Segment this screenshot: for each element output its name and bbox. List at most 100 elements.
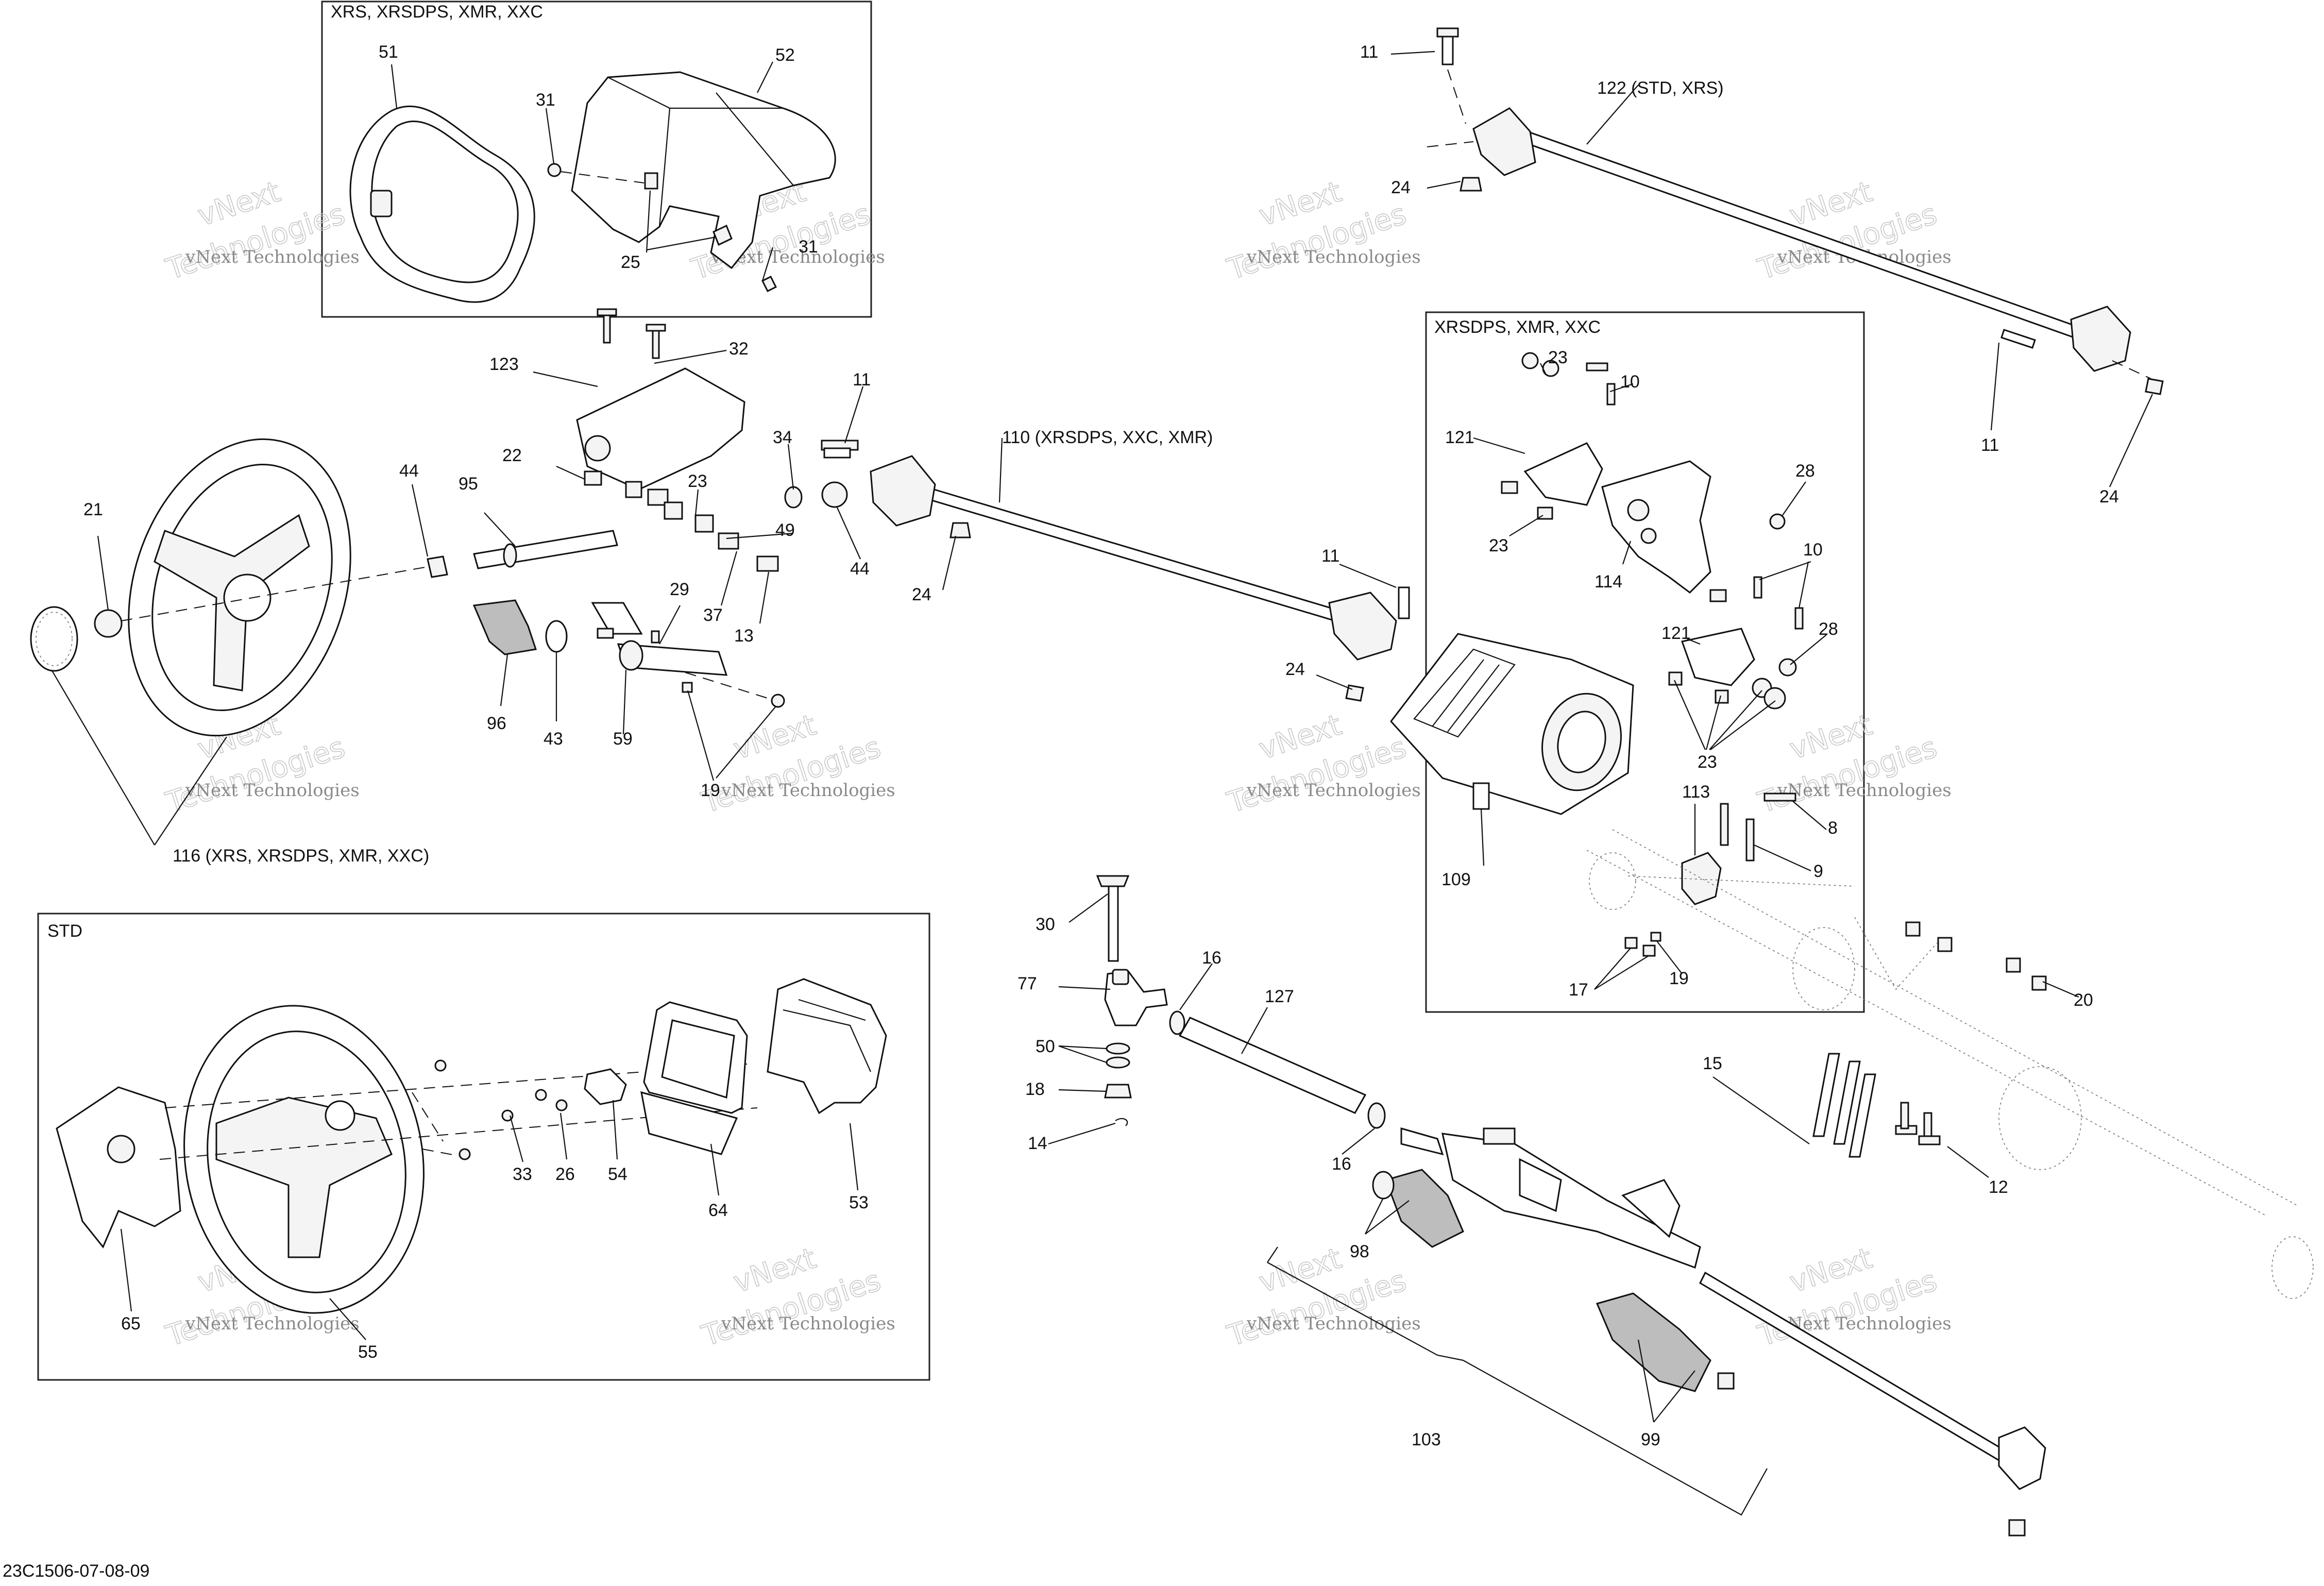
column-hardware <box>584 308 859 572</box>
washers-50-nut-18 <box>1104 1042 1132 1126</box>
callout-44: 44 <box>399 461 419 481</box>
inset-box-right: XRSDPS, XMR, XXC <box>1425 311 1865 1013</box>
callout-32: 32 <box>729 339 749 359</box>
callout-49: 49 <box>775 520 795 540</box>
svg-text:vNext Technologies: vNext Technologies <box>1246 1313 1421 1334</box>
svg-text:vNext Technologies: vNext Technologies <box>721 1313 895 1334</box>
callout-8: 8 <box>1828 818 1838 838</box>
callout-127: 127 <box>1265 987 1294 1006</box>
svg-text:vNext Technologies: vNext Technologies <box>185 780 360 801</box>
callouts: 51 52 31 31 25 11 122 (STD, XRS) 24 11 2… <box>83 42 2119 1449</box>
callout-10: 10 <box>1803 540 1823 560</box>
svg-text:vNext Technologies: vNext Technologies <box>1777 1313 1952 1334</box>
svg-text:vNext Technologies: vNext Technologies <box>721 780 895 801</box>
box-title-right: XRSDPS, XMR, XXC <box>1434 317 1601 337</box>
callout-28: 28 <box>1819 619 1838 639</box>
callout-11: 11 <box>853 370 871 390</box>
callout-16: 16 <box>1202 948 1222 968</box>
callout-77: 77 <box>1017 974 1037 993</box>
callout-22: 22 <box>502 446 522 465</box>
callout-23: 23 <box>1548 348 1568 367</box>
watermarks: vNext Technologies vNext Technologies vN… <box>161 175 1952 1354</box>
callout-59: 59 <box>613 729 633 749</box>
part-96-boot <box>472 599 537 655</box>
callout-16: 16 <box>1332 1154 1351 1174</box>
part-121-bracket-upper <box>1523 442 1603 506</box>
part-51-bezel <box>349 105 535 303</box>
callout-37: 37 <box>703 605 723 625</box>
axis-line-column <box>121 566 428 621</box>
watermark: vNext Technologies vNext Technologies <box>1223 1241 1421 1354</box>
callout-123: 123 <box>489 355 519 374</box>
callout-19: 19 <box>701 781 720 800</box>
callout-11: 11 <box>1321 546 1339 566</box>
callout-24: 24 <box>1285 660 1305 679</box>
part-103-rack <box>1400 1127 2046 1537</box>
callout-30: 30 <box>1036 915 1055 934</box>
box-title-bottom-left: STD <box>47 921 82 941</box>
part-98-boots <box>1372 1169 1464 1248</box>
part-16-seals <box>1169 1010 1386 1129</box>
watermark: vNext Technologies vNext Technologies <box>1753 1241 1952 1354</box>
callout-65: 65 <box>121 1314 141 1334</box>
callout-18: 18 <box>1025 1079 1045 1099</box>
callout-10: 10 <box>1620 372 1640 392</box>
callout-24: 24 <box>2099 487 2119 507</box>
part-21-nut <box>94 609 123 638</box>
part-55-steering-wheel-std <box>183 1005 425 1314</box>
part-65-cover <box>56 1086 181 1248</box>
part-64-bezel-std <box>640 1001 748 1155</box>
part-121-bracket-lower <box>1681 628 1755 686</box>
part-109-actuator <box>1390 633 1634 815</box>
right-box-hardware <box>1501 352 1804 957</box>
svg-text:vNext Technologies: vNext Technologies <box>1246 780 1421 801</box>
callout-14: 14 <box>1028 1134 1047 1153</box>
callout-23: 23 <box>1489 536 1508 555</box>
diagram-code: 23C1506-07-08-09 <box>3 1561 149 1581</box>
callout-44: 44 <box>850 559 870 579</box>
callout-29: 29 <box>670 580 689 599</box>
part-110-shaft <box>823 447 1410 702</box>
part-95-shaft <box>473 530 618 569</box>
part-30-bolt <box>1096 875 1130 962</box>
callout-114: 114 <box>1594 572 1622 592</box>
callout-24: 24 <box>912 585 931 604</box>
svg-text:vNext Technologies: vNext Technologies <box>185 247 360 267</box>
part-77-tie-rod-end <box>1104 969 1168 1026</box>
callout-121: 121 <box>1445 428 1474 447</box>
callout-24: 24 <box>1391 178 1411 197</box>
callout-20: 20 <box>2074 990 2093 1010</box>
callout-99: 99 <box>1641 1430 1660 1449</box>
callout-31: 31 <box>799 237 818 257</box>
callout-28: 28 <box>1795 461 1815 481</box>
inset-box-bottom-left: STD <box>37 913 930 1381</box>
callout-21: 21 <box>83 500 103 519</box>
callout-121: 121 <box>1661 623 1691 643</box>
callout-9: 9 <box>1813 862 1823 881</box>
watermark: vNext Technologies vNext Technologies <box>1753 708 1951 820</box>
callout-25: 25 <box>621 252 640 272</box>
callout-12: 12 <box>1989 1177 2008 1197</box>
callout-23: 23 <box>1698 752 1717 772</box>
part-116-cap <box>30 606 78 672</box>
callout-110: 110 (XRSDPS, XXC, XMR) <box>1002 428 1213 447</box>
callout-15: 15 <box>1703 1054 1722 1073</box>
part-44-bushing <box>427 555 448 578</box>
part-127-tube <box>1178 1017 1367 1114</box>
callout-31: 31 <box>536 90 555 110</box>
ghost-rack-assembly <box>1586 829 2314 1299</box>
callout-17: 17 <box>1569 980 1588 1000</box>
callout-26: 26 <box>555 1165 575 1184</box>
callout-98: 98 <box>1350 1242 1369 1261</box>
callout-64: 64 <box>708 1201 728 1220</box>
callout-103: 103 <box>1412 1430 1441 1449</box>
watermark: vNext Technologies vNext Technologies <box>161 175 360 287</box>
part-122-shaft <box>1427 27 2164 395</box>
part-43-ring <box>545 620 568 653</box>
callout-23: 23 <box>688 471 707 491</box>
callout-116: 116 (XRS, XRSDPS, XMR, XXC) <box>173 846 429 866</box>
callout-19: 19 <box>1669 969 1689 988</box>
callout-11: 11 <box>1360 42 1378 62</box>
